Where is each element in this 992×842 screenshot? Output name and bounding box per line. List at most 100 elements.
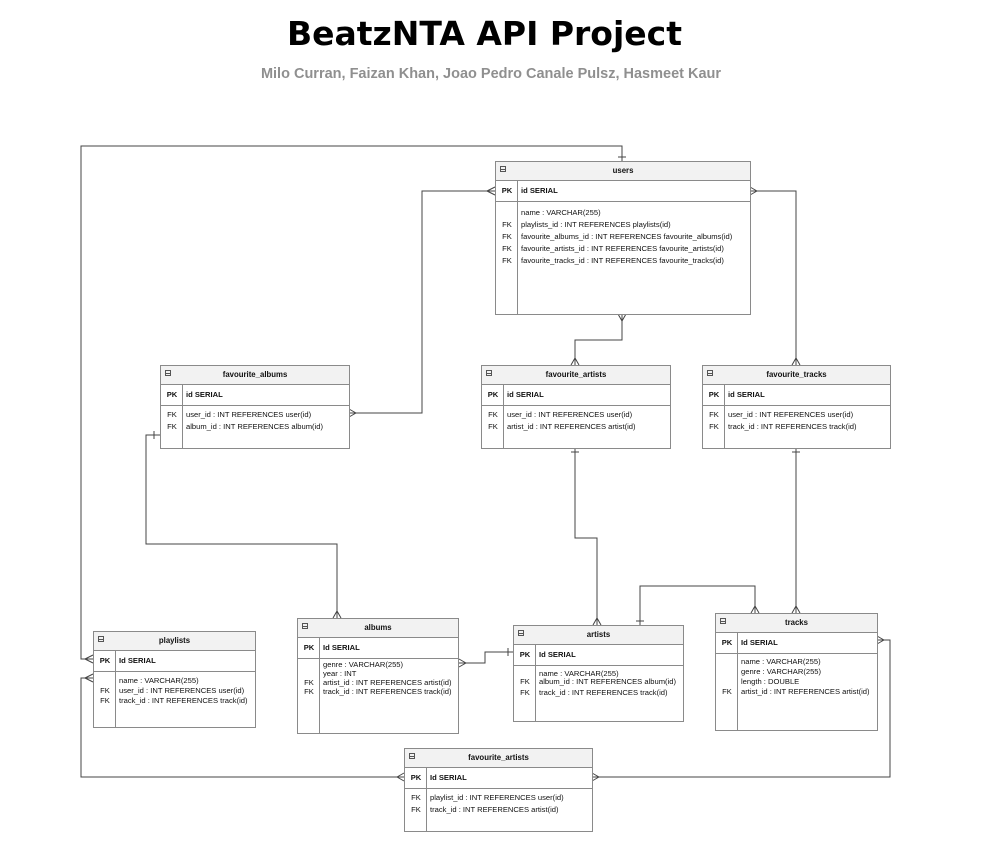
key-label: FK — [100, 696, 110, 705]
collapse-icon[interactable] — [518, 630, 524, 636]
column-text: track_id : INT REFERENCES artist(id) — [430, 805, 559, 814]
table-name: favourite_tracks — [766, 370, 827, 379]
column-text: user_id : INT REFERENCES user(id) — [507, 410, 633, 419]
key-label: FK — [502, 232, 512, 241]
crowfoot-marker — [617, 313, 627, 322]
column-text: id SERIAL — [507, 390, 544, 399]
column-text: user_id : INT REFERENCES user(id) — [119, 686, 245, 695]
table-name: users — [612, 166, 634, 175]
key-label: FK — [304, 678, 314, 687]
table-header: favourite_artists — [482, 366, 670, 385]
key-label: PK — [487, 390, 499, 399]
key-label: FK — [709, 422, 719, 431]
column-text: favourite_albums_id : INT REFERENCES fav… — [521, 232, 733, 241]
column-text: favourite_artists_id : INT REFERENCES fa… — [521, 244, 724, 253]
key-label: FK — [722, 687, 732, 696]
key-label: PK — [410, 773, 422, 782]
key-label: FK — [488, 422, 498, 431]
column-text: genre : VARCHAR(255) — [323, 660, 404, 669]
column-text: length : DOUBLE — [741, 677, 800, 686]
collapse-icon[interactable] — [486, 370, 492, 376]
key-label: FK — [502, 244, 512, 253]
crowfoot-marker — [749, 186, 758, 196]
column-text: track_id : INT REFERENCES track(id) — [323, 687, 452, 696]
column-text: Id SERIAL — [430, 773, 467, 782]
table-name: artists — [586, 630, 611, 639]
collapse-icon[interactable] — [165, 370, 171, 376]
key-label: FK — [502, 256, 512, 265]
connector-favourite-artists-artists — [574, 448, 598, 625]
connector-users-favourite-artists — [574, 314, 623, 365]
column-text: track_id : INT REFERENCES track(id) — [119, 696, 248, 705]
crowfoot-marker — [332, 610, 342, 619]
key-label: PK — [708, 390, 720, 399]
collapse-icon[interactable] — [500, 166, 506, 172]
crowfoot-marker — [791, 605, 801, 614]
table-header: favourite_tracks — [703, 366, 890, 385]
key-label: PK — [519, 650, 531, 659]
collapse-icon[interactable] — [720, 618, 726, 624]
collapse-icon[interactable] — [409, 753, 415, 759]
table-header: favourite_albums — [161, 366, 349, 385]
crowfoot-marker — [791, 357, 801, 366]
collapse-icon[interactable] — [302, 623, 308, 629]
key-label: FK — [100, 686, 110, 695]
connector-playlists-playlist-tracks — [80, 677, 404, 778]
table-favourite-artists: favourite_artists PK id SERIAL FK user_id … — [481, 365, 671, 449]
crowfoot-marker — [486, 186, 496, 196]
connector-artists-tracks — [639, 585, 756, 625]
column-text: track_id : INT REFERENCES track(id) — [539, 688, 668, 697]
column-text: id SERIAL — [521, 186, 558, 195]
column-text: name : VARCHAR(255) — [119, 676, 199, 685]
column-text: playlists_id : INT REFERENCES playlists(… — [521, 220, 671, 229]
column-text: favourite_tracks_id : INT REFERENCES fav… — [521, 256, 724, 265]
crowfoot-marker — [348, 408, 357, 418]
primary-key-row: PK id SERIAL — [482, 385, 670, 406]
key-label: FK — [167, 410, 177, 419]
key-label: FK — [520, 688, 530, 697]
column-text: Id SERIAL — [323, 643, 360, 652]
crowfoot-marker — [84, 654, 94, 664]
column-text: user_id : INT REFERENCES user(id) — [728, 410, 854, 419]
column-text: album_id : INT REFERENCES album(id) — [539, 677, 677, 686]
diagram-authors: Milo Curran, Faizan Khan, Joao Pedro Can… — [260, 66, 722, 82]
column-text: id SERIAL — [186, 390, 223, 399]
table-header: albums — [298, 619, 458, 638]
crowfoot-marker — [876, 635, 885, 645]
column-text: artist_id : INT REFERENCES artist(id) — [507, 422, 636, 431]
column-text: track_id : INT REFERENCES track(id) — [728, 422, 857, 431]
table-users: users PK id SERIAL name : VARCHAR(255) FK… — [495, 161, 751, 315]
key-label: PK — [99, 656, 111, 665]
key-label: PK — [501, 186, 513, 195]
table-header: artists — [514, 626, 683, 645]
table-header: playlists — [94, 632, 255, 651]
column-text: album_id : INT REFERENCES album(id) — [186, 422, 324, 431]
connector-users-favourite-tracks — [750, 190, 797, 365]
table-name: favourite_albums — [222, 370, 288, 379]
connector-albums-artists — [459, 651, 513, 664]
key-label: PK — [721, 638, 733, 647]
crowfoot-marker — [591, 772, 600, 782]
table-name: favourite_artists — [545, 370, 607, 379]
collapse-icon[interactable] — [98, 636, 104, 642]
table-header: tracks — [716, 614, 877, 633]
table-name: albums — [364, 623, 392, 632]
diagram-title: BeatzNTA API Project — [286, 14, 683, 53]
collapse-icon[interactable] — [707, 370, 713, 376]
key-label: FK — [502, 220, 512, 229]
column-text: artist_id : INT REFERENCES artist(id) — [323, 678, 452, 687]
crowfoot-marker — [458, 658, 467, 668]
column-text: user_id : INT REFERENCES user(id) — [186, 410, 312, 419]
column-text: name : VARCHAR(255) — [521, 208, 601, 217]
